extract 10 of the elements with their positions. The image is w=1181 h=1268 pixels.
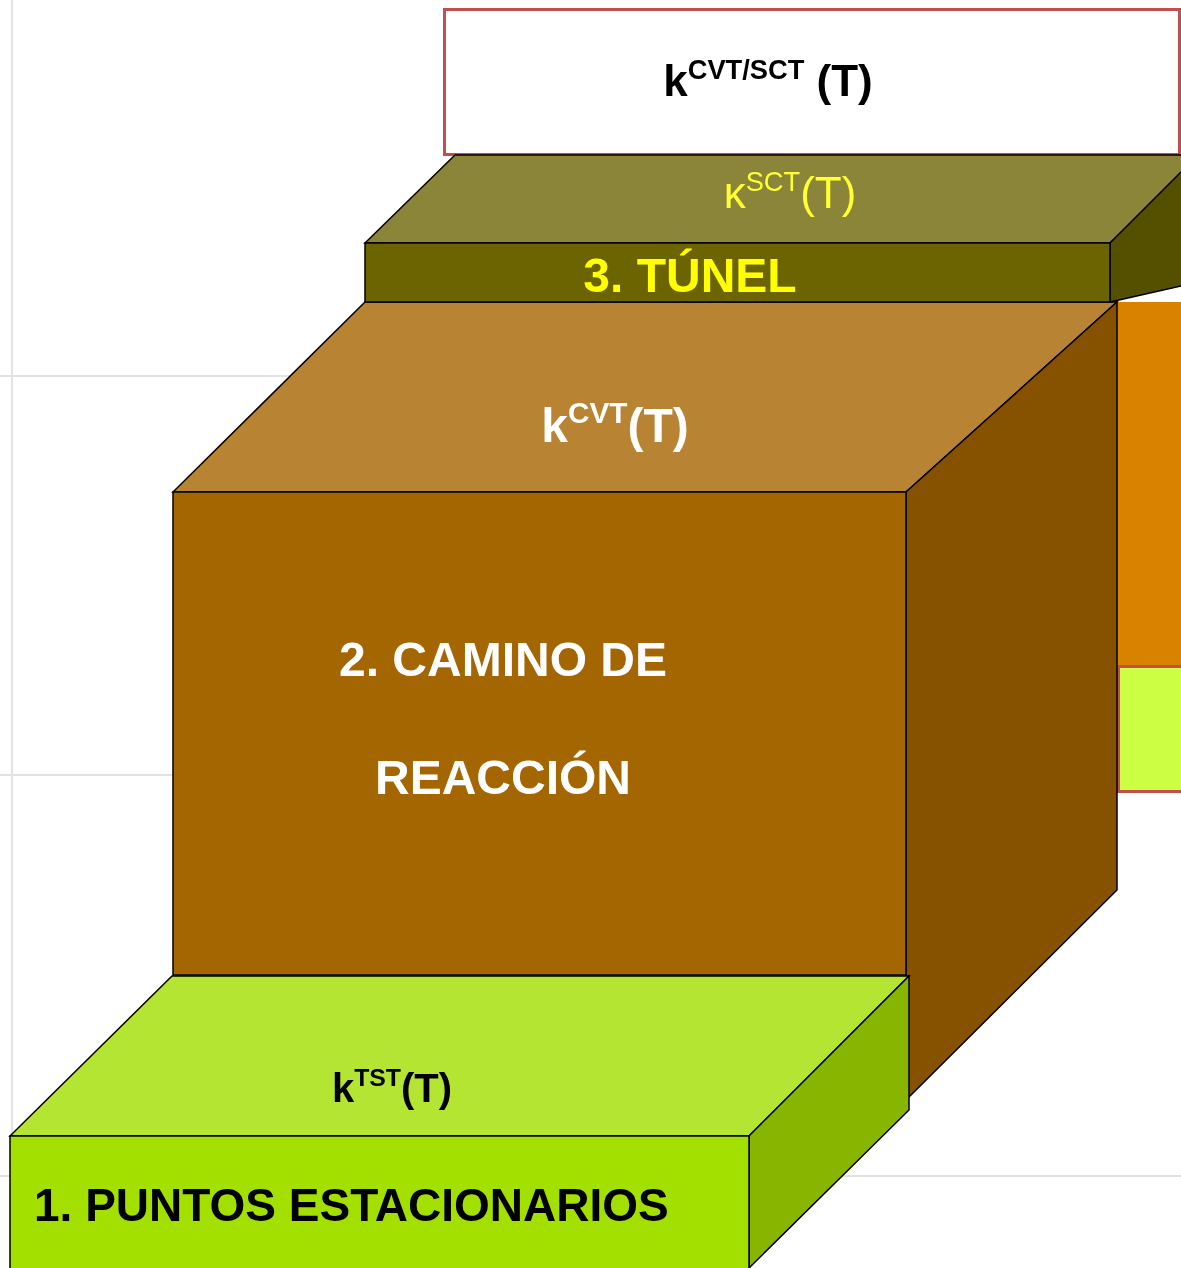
rate-constant-label: k$^{CVT}$(T) [541,397,689,453]
step-label: 3. TÚNEL [583,247,797,303]
step-label: 2. CAMINO DE REACCIÓN [338,632,668,806]
hidden-block [1117,665,1181,793]
step-label: 1. PUNTOS ESTACIONARIOS [34,1178,670,1233]
rate-constant-label: κ$^{SCT}$(T) [723,168,857,218]
result-box [443,8,1181,156]
rate-constant-label: k$^{TST}$(T) [331,1065,453,1111]
rate-constant-label: k$^{CVT/SCT}$ (T) [663,56,873,106]
hidden-block [1117,302,1181,665]
